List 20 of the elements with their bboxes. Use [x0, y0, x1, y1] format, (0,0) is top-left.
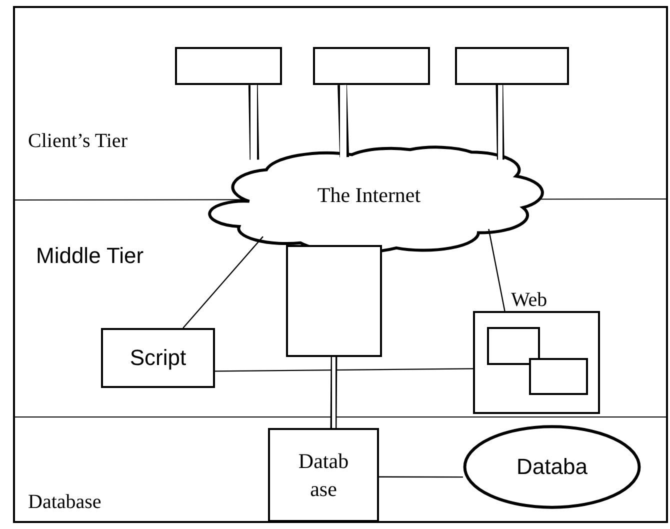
- tier-label: Database: [28, 491, 102, 514]
- double-line-connector: [330, 356, 338, 428]
- tier-label: Client’s Tier: [28, 130, 128, 153]
- connector-line: [215, 368, 473, 372]
- node-label: Databa: [516, 453, 588, 482]
- connector-line: [182, 236, 264, 328]
- connector-line: [379, 476, 463, 478]
- empty-box: [175, 47, 282, 85]
- process-box: [101, 328, 215, 388]
- node-label: Script: [130, 344, 186, 372]
- empty-box: [487, 327, 540, 365]
- tier-label: Middle Tier: [36, 243, 144, 269]
- process-box: [268, 428, 379, 522]
- empty-box: [286, 245, 382, 357]
- empty-box: [529, 358, 588, 395]
- node-label: Datab ase: [297, 448, 350, 503]
- node-heading: Web: [511, 288, 548, 313]
- database-ellipse: [463, 425, 641, 509]
- empty-box: [313, 47, 430, 85]
- empty-box: [455, 47, 569, 85]
